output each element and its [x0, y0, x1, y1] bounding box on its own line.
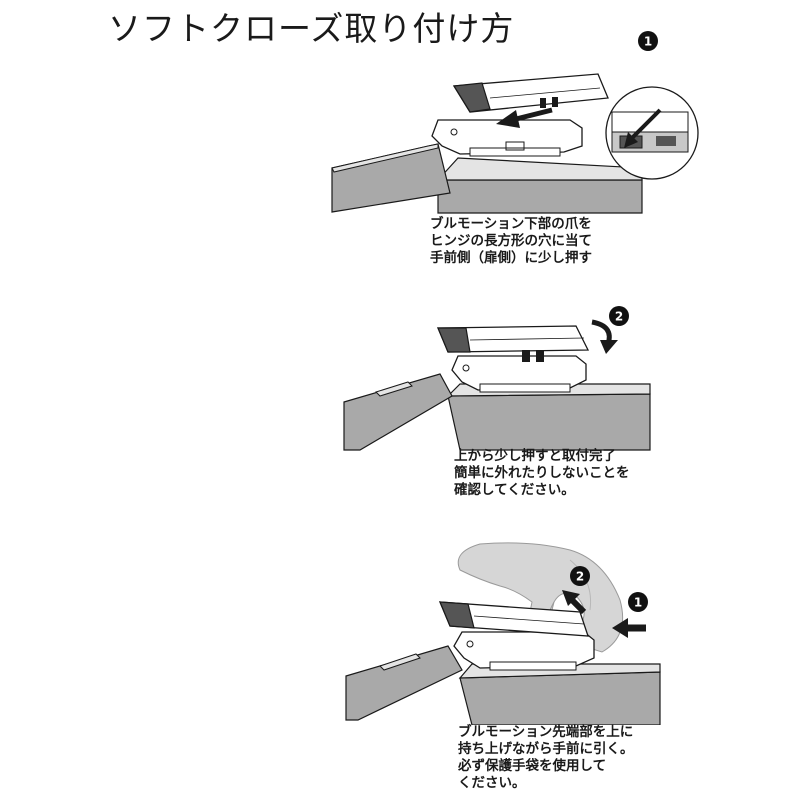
step1-caption: ブルモーション下部の爪を ヒンジの長方形の穴に当て 手前側（扉側）に少し押す — [430, 216, 592, 267]
step1-push-arrow — [496, 107, 553, 128]
step2-badge: 2 — [609, 306, 629, 326]
step1-caption-line: ヒンジの長方形の穴に当て — [430, 233, 592, 249]
step1-detail-inset — [605, 86, 699, 180]
step2-hinge — [451, 355, 587, 393]
step1-hinge — [431, 119, 583, 157]
step3-badge-2: 2 — [570, 566, 590, 586]
step3-illustration: 1 2 — [345, 542, 661, 725]
step2-caption-line: 上から少し押すと取付完了 — [454, 448, 616, 464]
step1-caption-line: ブルモーション下部の爪を — [430, 216, 592, 232]
step3-badge-1-num: 1 — [634, 596, 642, 610]
step3-pull-arrow — [612, 618, 646, 638]
step1-badge: 1 — [638, 31, 658, 51]
page-title: ソフトクローズ取り付け方 — [108, 9, 515, 48]
step1-caption-line: 手前側（扉側）に少し押す — [430, 250, 592, 266]
step1-cabinet-panel — [436, 157, 643, 214]
step3-caption-line: ください。 — [458, 775, 526, 791]
step1-door-panel — [331, 143, 451, 213]
step3-caption-line: 持ち上げながら手前に引く。 — [458, 741, 634, 757]
step2-soft-close-device — [437, 325, 590, 362]
step1-illustration: 1 — [331, 31, 699, 214]
step3-badge-2-num: 2 — [576, 570, 584, 584]
step2-illustration: 2 — [343, 306, 651, 451]
step2-press-arrow — [591, 319, 618, 354]
step2-caption-line: 簡単に外れたりしないことを — [454, 465, 630, 481]
step3-lift-arrow — [562, 590, 587, 615]
step2-badge-num: 2 — [615, 310, 623, 324]
step1-badge-num: 1 — [644, 35, 652, 49]
step3-badge-1: 1 — [628, 592, 648, 612]
step3-door-panel — [345, 645, 463, 721]
step3-soft-close-device — [438, 601, 589, 637]
step3-cabinet-panel — [458, 663, 661, 725]
step3-caption-line: 必ず保護手袋を使用して — [458, 758, 607, 774]
step2-caption: 上から少し押すと取付完了 簡単に外れたりしないことを 確認してください。 — [454, 448, 630, 499]
step1-soft-close-device — [452, 73, 609, 113]
step2-caption-line: 確認してください。 — [454, 482, 575, 498]
step3-hinge — [453, 631, 595, 671]
step3-caption-line: ブルモーション先端部を上に — [458, 724, 634, 740]
step2-door-panel — [343, 373, 453, 451]
step3-caption: ブルモーション先端部を上に 持ち上げながら手前に引く。 必ず保護手袋を使用して … — [458, 724, 634, 792]
step2-cabinet-panel — [446, 383, 651, 451]
